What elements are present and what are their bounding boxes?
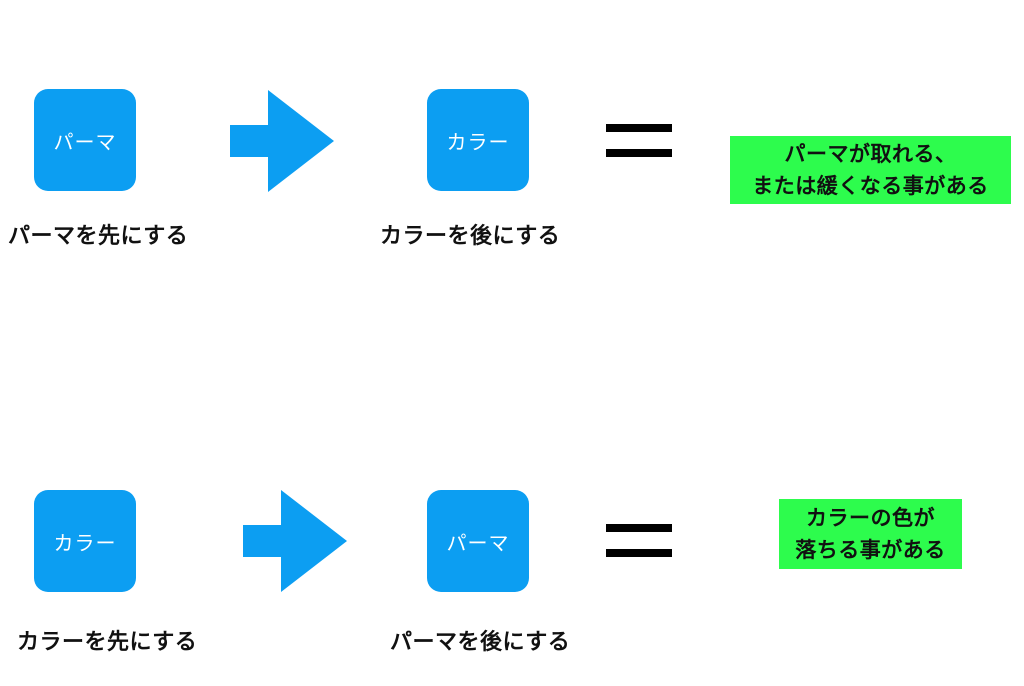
- row1-result-box: パーマが取れる、 または緩くなる事がある: [730, 136, 1011, 204]
- row1-first-step-text: パーマ: [53, 129, 117, 154]
- row1-first-step-box: パーマ: [34, 89, 136, 191]
- row2-result-line-1: カラーの色が: [806, 506, 935, 530]
- row1-result-line-1: パーマが取れる、: [784, 142, 957, 166]
- row1-first-step-label: パーマを先にする: [8, 224, 189, 249]
- row2-second-step-label: パーマを後にする: [390, 630, 571, 655]
- right-arrow-icon: [243, 490, 347, 592]
- row2-first-step-text: カラー: [53, 530, 117, 555]
- row2-result-box: カラーの色が 落ちる事がある: [779, 499, 962, 569]
- row2-first-step-label: カラーを先にする: [17, 630, 198, 655]
- row2-first-step-box: カラー: [34, 490, 136, 592]
- row2-result-line-2: 落ちる事がある: [795, 538, 946, 562]
- row1-result-line-2: または緩くなる事がある: [752, 174, 989, 198]
- row2-second-step-text: パーマ: [446, 530, 510, 555]
- row1-second-step-text: カラー: [446, 129, 510, 154]
- right-arrow-icon: [230, 90, 334, 192]
- equals-sign-icon: [606, 524, 672, 558]
- row1-second-step-box: カラー: [427, 89, 529, 191]
- equals-sign-icon: [606, 124, 672, 158]
- row1-second-step-label: カラーを後にする: [380, 224, 561, 249]
- row2-second-step-box: パーマ: [427, 490, 529, 592]
